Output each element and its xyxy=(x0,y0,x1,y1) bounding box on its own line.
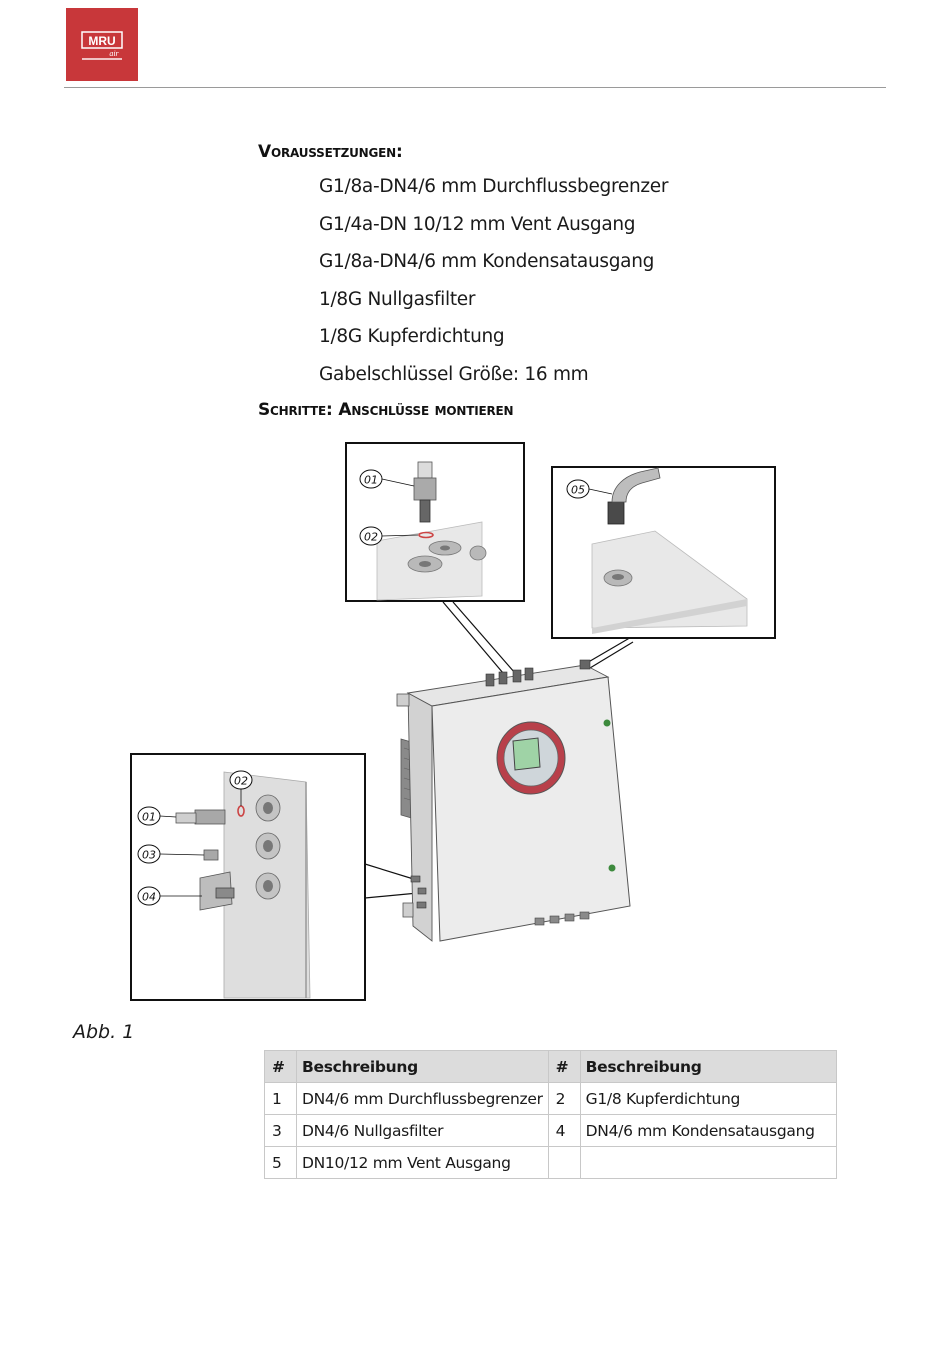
cabinet-drawing xyxy=(396,659,631,942)
steps-heading: Schritte: Anschlüsse montieren xyxy=(258,400,514,420)
column-header: # xyxy=(264,1050,297,1083)
requirement-item: G1/4a-DN 10/12 mm Vent Ausgang xyxy=(319,213,636,235)
requirements-heading: Voraussetzungen: xyxy=(258,142,403,162)
callout-label: 04 xyxy=(142,891,156,904)
requirement-item: 1/8G Kupferdichtung xyxy=(319,326,505,347)
callout-label: 02 xyxy=(364,531,378,544)
table-row: 5 DN10/12 mm Vent Ausgang xyxy=(264,1146,838,1179)
table-cell xyxy=(547,1146,581,1179)
parts-table: # Beschreibung # Beschreibung 1 DN4/6 mm… xyxy=(264,1050,838,1179)
detail-box-left: 02 01 03 04 xyxy=(130,753,366,1001)
table-row: 3 DN4/6 Nullgasfilter 4 DN4/6 mm Kondens… xyxy=(264,1114,838,1147)
table-cell: 2 xyxy=(547,1082,581,1115)
table-cell: 4 xyxy=(547,1114,581,1147)
table-cell: DN10/12 mm Vent Ausgang xyxy=(296,1146,549,1179)
table-cell: G1/8 Kupferdichtung xyxy=(579,1082,838,1115)
company-logo: MRU air xyxy=(66,8,138,81)
callout-label: 01 xyxy=(142,811,156,824)
detail-box-right: 05 xyxy=(551,466,776,639)
callout-label: 01 xyxy=(364,474,378,487)
header-divider xyxy=(64,87,886,88)
table-cell xyxy=(579,1146,838,1179)
table-cell: DN4/6 mm Kondensatausgang xyxy=(579,1114,838,1147)
requirement-item: 1/8G Nullgasfilter xyxy=(319,288,476,310)
logo-subtext: air xyxy=(109,49,119,58)
requirement-item: G1/8a-DN4/6 mm Kondensatausgang xyxy=(319,251,655,272)
table-cell: 5 xyxy=(264,1146,297,1179)
column-header: Beschreibung xyxy=(579,1050,838,1083)
table-row: 1 DN4/6 mm Durchflussbegrenzer 2 G1/8 Ku… xyxy=(264,1082,838,1115)
logo-text: MRU xyxy=(88,34,115,48)
assembly-illustration: 01 02 05 xyxy=(120,436,800,1011)
column-header: Beschreibung xyxy=(296,1050,549,1083)
callout-label: 03 xyxy=(142,849,156,862)
requirement-item: Gabelschlüssel Größe: 16 mm xyxy=(319,363,589,385)
table-cell: 3 xyxy=(264,1114,297,1147)
figure-caption: Abb. 1 xyxy=(73,1021,135,1043)
requirements-list: G1/8a-DN4/6 mm Durchflussbegrenzer G1/4a… xyxy=(319,176,668,401)
callout-label: 05 xyxy=(571,484,585,497)
requirement-item: G1/8a-DN4/6 mm Durchflussbegrenzer xyxy=(319,176,669,197)
table-cell: 1 xyxy=(264,1082,297,1115)
detail-box-top: 01 02 xyxy=(345,442,525,602)
table-cell: DN4/6 mm Durchflussbegrenzer xyxy=(296,1082,549,1115)
table-cell: DN4/6 Nullgasfilter xyxy=(296,1114,549,1147)
table-header-row: # Beschreibung # Beschreibung xyxy=(264,1050,838,1083)
callout-label: 02 xyxy=(234,775,248,788)
column-header: # xyxy=(547,1050,581,1083)
